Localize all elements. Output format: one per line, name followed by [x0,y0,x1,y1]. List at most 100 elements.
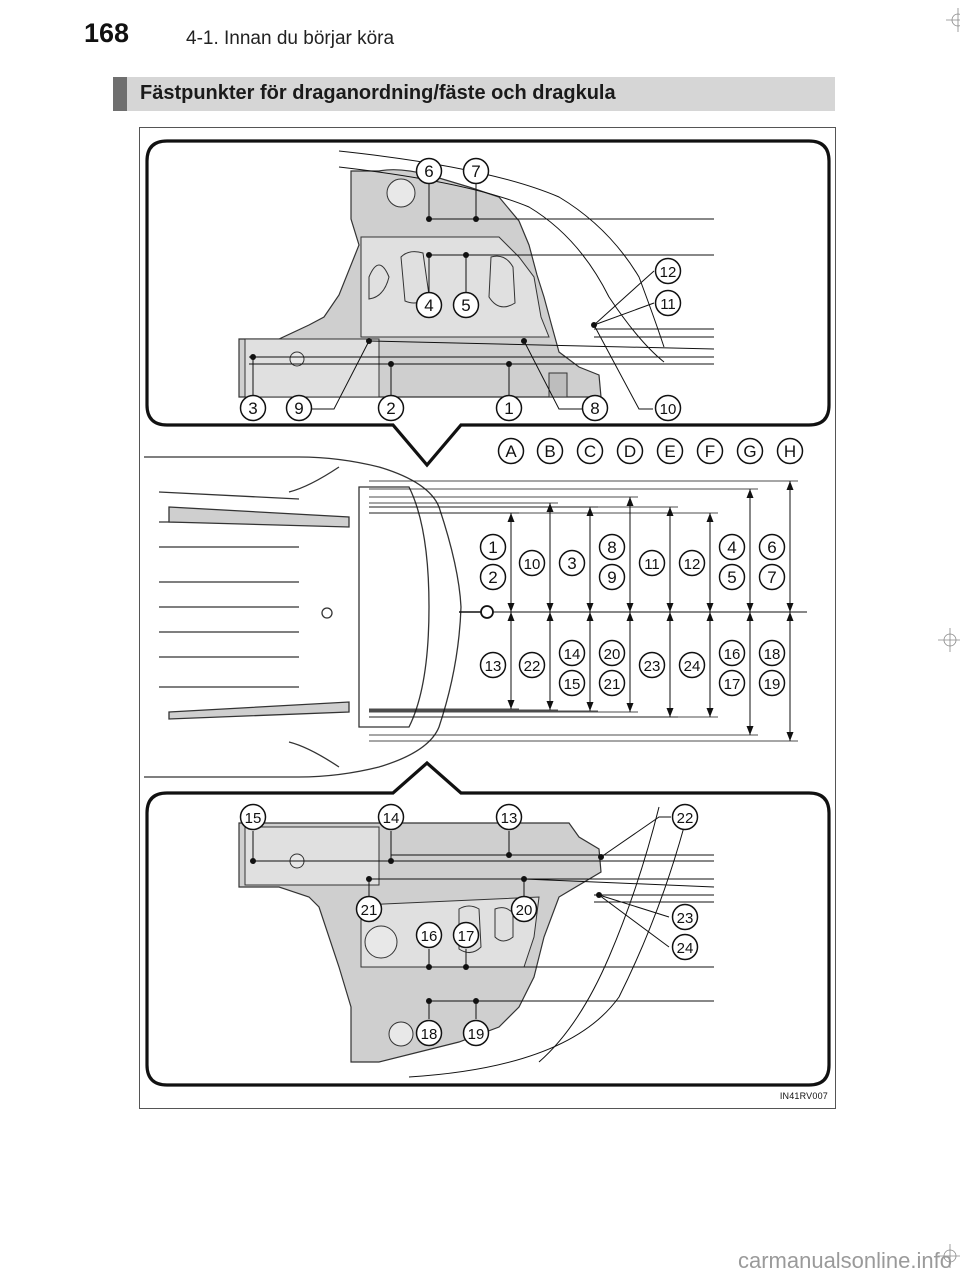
callout-1: 1 [495,394,523,422]
svg-text:21: 21 [604,676,621,693]
column-letter-H: H [776,437,804,465]
callout-17: 17 [452,921,480,949]
dimension-arrow-E [666,708,674,717]
svg-text:3: 3 [248,399,257,418]
svg-text:A: A [505,442,517,461]
callout-21: 21 [355,895,383,923]
callout-2: 2 [377,394,405,422]
svg-text:2: 2 [386,399,395,418]
dimension-number-8: 8 [598,533,626,561]
top-detail-panel [145,139,831,468]
svg-text:23: 23 [677,910,694,927]
callout-20: 20 [510,895,538,923]
dimension-arrow-B [546,503,554,512]
section-reference: 4-1. Innan du börjar köra [186,28,395,49]
dimension-arrow-H [786,603,794,612]
svg-text:8: 8 [607,538,616,557]
svg-text:G: G [743,442,756,461]
dimension-number-16: 16 [718,639,746,667]
dimension-number-1: 1 [479,533,507,561]
svg-text:24: 24 [677,940,694,957]
dimension-number-19: 19 [758,669,786,697]
svg-text:12: 12 [684,556,701,573]
svg-text:B: B [544,442,555,461]
dimension-number-20: 20 [598,639,626,667]
svg-text:6: 6 [767,538,776,557]
dimension-arrow-C [586,507,594,516]
dimension-number-2: 2 [479,563,507,591]
dimension-arrow-E [666,603,674,612]
dimension-arrow-E [666,507,674,516]
svg-text:17: 17 [458,928,475,945]
svg-text:19: 19 [764,676,781,693]
section-bar-accent [113,77,127,111]
svg-text:17: 17 [724,676,741,693]
dimension-arrow-D [626,703,634,712]
svg-text:15: 15 [245,810,262,827]
crop-mark-icon [946,8,960,32]
svg-text:E: E [664,442,675,461]
dimension-number-15: 15 [558,669,586,697]
callout-7: 7 [462,157,490,185]
crop-mark-icon [938,1244,960,1268]
callout-13: 13 [495,803,523,831]
dimension-number-12: 12 [678,549,706,577]
svg-text:F: F [705,442,715,461]
callout-18: 18 [415,1019,443,1047]
svg-text:H: H [784,442,796,461]
svg-text:21: 21 [361,902,378,919]
figure-code: IN41RV007 [779,1091,828,1101]
dimension-arrow-C [586,603,594,612]
callout-3: 3 [239,394,267,422]
column-letter-E: E [656,437,684,465]
dimension-arrow-A [507,513,515,522]
callout-16: 16 [415,921,443,949]
svg-text:C: C [584,442,596,461]
svg-text:7: 7 [471,162,480,181]
watermark: carmanualsonline.info [737,1248,952,1273]
svg-text:16: 16 [421,928,438,945]
svg-text:24: 24 [684,658,701,675]
dimension-arrow-G [746,612,754,621]
callout-11: 11 [654,289,682,317]
crop-mark-icon [938,628,960,652]
svg-text:18: 18 [421,1026,438,1043]
section-title-bar: Fästpunkter för draganordning/fäste och … [113,77,835,111]
svg-text:6: 6 [424,162,433,181]
svg-text:9: 9 [294,399,303,418]
callout-6: 6 [415,157,443,185]
dimension-arrow-G [746,603,754,612]
dimension-number-18: 18 [758,639,786,667]
svg-text:23: 23 [644,658,661,675]
dimension-arrow-B [546,603,554,612]
svg-text:1: 1 [504,399,513,418]
svg-text:7: 7 [767,568,776,587]
dimension-lines [369,480,798,742]
svg-text:15: 15 [564,676,581,693]
dimension-arrow-D [626,603,634,612]
callout-22: 22 [671,803,699,831]
dimension-number-3: 3 [558,549,586,577]
svg-text:13: 13 [501,810,518,827]
figure-drawing: 671245113921810151413222120231617241819A… [139,127,836,1109]
svg-text:8: 8 [590,399,599,418]
svg-text:12: 12 [660,264,677,281]
dimension-number-14: 14 [558,639,586,667]
svg-text:9: 9 [607,568,616,587]
svg-text:16: 16 [724,646,741,663]
dimension-number-10: 10 [518,549,546,577]
svg-text:13: 13 [485,658,502,675]
svg-text:20: 20 [604,646,621,663]
callout-24: 24 [671,933,699,961]
dimension-arrow-A [507,700,515,709]
svg-text:11: 11 [644,556,660,573]
section-title: Fästpunkter för draganordning/fäste och … [140,82,616,104]
dimension-number-23: 23 [638,651,666,679]
svg-text:5: 5 [461,296,470,315]
dimension-number-11: 11 [638,549,666,577]
dimension-arrow-F [706,603,714,612]
dimension-number-9: 9 [598,563,626,591]
dimension-number-17: 17 [718,669,746,697]
